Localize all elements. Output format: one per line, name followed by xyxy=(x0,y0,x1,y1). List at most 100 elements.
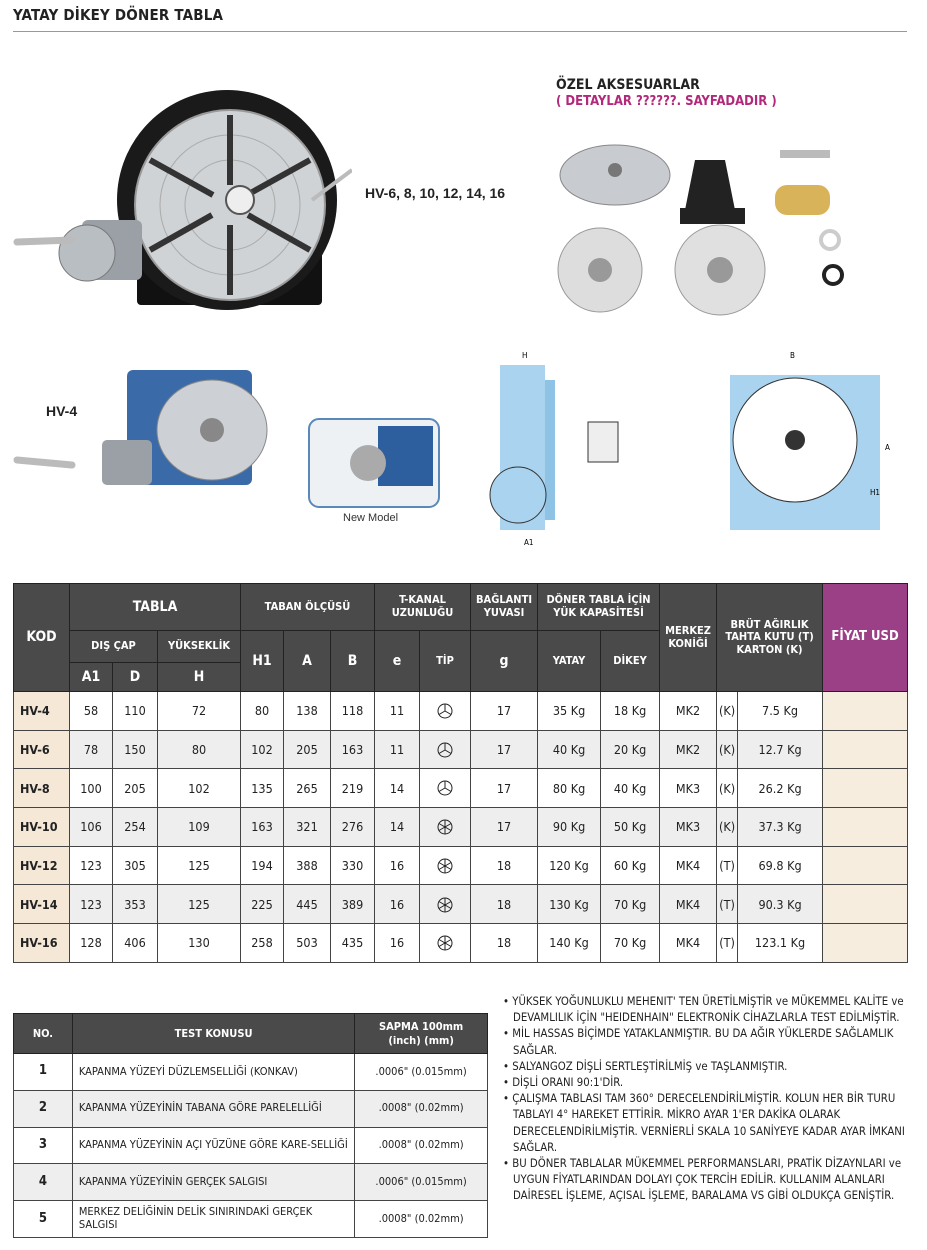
model-code: HV-8 xyxy=(13,768,70,809)
test-deviation: .0008" (0.02mm) xyxy=(354,1089,488,1128)
weight-cell: 90.3 Kg xyxy=(737,884,824,925)
header-taban: TABAN ÖLÇÜSÜ xyxy=(240,583,376,631)
merkez-cell: MK3 xyxy=(659,807,718,847)
accessories-title: ÖZEL AKSESUARLAR xyxy=(556,77,700,93)
price-cell xyxy=(822,884,909,925)
a1-cell: 123 xyxy=(69,884,113,925)
pack-cell: (T) xyxy=(716,845,739,886)
title-divider xyxy=(13,31,907,32)
accessories-image xyxy=(557,144,844,316)
e-cell: 16 xyxy=(374,923,421,963)
a-cell: 265 xyxy=(283,768,332,809)
header-a: A xyxy=(283,630,332,692)
hv4-model-label: HV-4 xyxy=(46,403,78,419)
model-code: HV-12 xyxy=(13,845,70,886)
header-tip: TİP xyxy=(419,630,472,692)
model-code: HV-16 xyxy=(13,923,70,963)
dim-label-a: A xyxy=(885,443,890,452)
header-baglanti: BAĞLANTI YUVASI xyxy=(470,583,539,631)
dikey-cell: 40 Kg xyxy=(600,768,661,809)
model-code: HV-10 xyxy=(13,807,70,847)
feature-item: YÜKSEK YOĞUNLUKLU MEHENIT' TEN ÜRETİLMİŞ… xyxy=(503,994,913,1026)
merkez-cell: MK4 xyxy=(659,923,718,963)
merkez-cell: MK2 xyxy=(659,691,718,731)
test-subject: KAPANMA YÜZEYİNİN TABANA GÖRE PARELELLİĞ… xyxy=(71,1089,356,1128)
header-brut: BRÜT AĞIRLIK TAHTA KUTU (T) KARTON (K) xyxy=(716,583,824,692)
merkez-cell: MK4 xyxy=(659,884,718,925)
dikey-cell: 50 Kg xyxy=(600,807,661,847)
weight-cell: 26.2 Kg xyxy=(737,768,824,809)
b-cell: 276 xyxy=(330,807,376,847)
merkez-cell: MK4 xyxy=(659,845,718,886)
g-cell: 17 xyxy=(470,807,539,847)
test-subject: KAPANMA YÜZEYİ DÜZLEMSELLİĞİ (KONKAV) xyxy=(71,1053,356,1091)
h-cell: 130 xyxy=(156,923,242,963)
d-cell: 305 xyxy=(112,845,158,886)
specification-table: KOD TABLA TABAN ÖLÇÜSÜ T-KANAL UZUNLUĞU … xyxy=(13,583,909,963)
header-no: NO. xyxy=(13,1013,73,1054)
header-merkez: MERKEZ KONİĞİ xyxy=(659,583,718,692)
weight-cell: 69.8 Kg xyxy=(737,845,824,886)
feature-item: MİL HASSAS BİÇİMDE YATAKLANMIŞTIR. BU DA… xyxy=(503,1026,913,1058)
a-cell: 445 xyxy=(283,884,332,925)
g-cell: 18 xyxy=(470,884,539,925)
test-number: 1 xyxy=(13,1053,73,1091)
feature-item: SALYANGOZ DİŞLİ SERTLEŞTİRİLMİŞ ve TAŞLA… xyxy=(503,1059,913,1075)
g-cell: 17 xyxy=(470,729,539,770)
tslot-6-icon xyxy=(437,819,453,835)
d-cell: 353 xyxy=(112,884,158,925)
header-h1: H1 xyxy=(240,630,285,692)
pack-cell: (T) xyxy=(716,884,739,925)
dim-label-h1: H1 xyxy=(870,488,880,497)
a1-cell: 106 xyxy=(69,807,113,847)
h-cell: 125 xyxy=(156,845,242,886)
g-cell: 18 xyxy=(470,845,539,886)
header-fiyat: FİYAT USD xyxy=(822,583,909,692)
dim-label-b: B xyxy=(790,351,795,360)
test-number: 3 xyxy=(13,1126,73,1165)
yatay-cell: 80 Kg xyxy=(537,768,602,809)
header-g: g xyxy=(470,630,539,692)
model-code: HV-14 xyxy=(13,884,70,925)
header-sapma: SAPMA 100mm(inch) (mm) xyxy=(354,1013,488,1054)
header-a1: A1 xyxy=(69,662,113,692)
g-cell: 17 xyxy=(470,691,539,731)
header-dis-cap: DIŞ ÇAP xyxy=(69,630,158,663)
price-cell xyxy=(822,845,909,886)
sapma-line2: (inch) (mm) xyxy=(388,1033,454,1047)
e-cell: 11 xyxy=(374,729,421,770)
model-code: HV-6 xyxy=(13,729,70,770)
price-cell xyxy=(822,923,909,963)
pack-cell: (K) xyxy=(716,768,739,809)
hv-large-model-label: HV-6, 8, 10, 12, 14, 16 xyxy=(365,185,506,201)
pack-cell: (T) xyxy=(716,923,739,963)
accessories-subtitle: ( DETAYLAR ??????. SAYFADADIR ) xyxy=(556,94,777,109)
d-cell: 110 xyxy=(112,691,158,731)
model-code: HV-4 xyxy=(13,691,70,731)
d-cell: 205 xyxy=(112,768,158,809)
e-cell: 11 xyxy=(374,691,421,731)
h-cell: 125 xyxy=(156,884,242,925)
d-cell: 406 xyxy=(112,923,158,963)
merkez-cell: MK2 xyxy=(659,729,718,770)
tslot-type-icon xyxy=(419,768,472,809)
test-table: NO. TEST KONUSU SAPMA 100mm(inch) (mm) 1… xyxy=(13,1013,488,1238)
h1-cell: 102 xyxy=(240,729,285,770)
a-cell: 138 xyxy=(283,691,332,731)
page-title: YATAY DİKEY DÖNER TABLA xyxy=(13,6,224,24)
g-cell: 17 xyxy=(470,768,539,809)
feature-item: BU DÖNER TABLALAR MÜKEMMEL PERFORMANSLAR… xyxy=(503,1156,913,1205)
tslot-type-icon xyxy=(419,691,472,731)
price-cell xyxy=(822,768,909,809)
header-yatay: YATAY xyxy=(537,630,602,692)
yatay-cell: 90 Kg xyxy=(537,807,602,847)
test-deviation: .0008" (0.02mm) xyxy=(354,1126,488,1165)
tslot-type-icon xyxy=(419,923,472,963)
pack-cell: (K) xyxy=(716,691,739,731)
